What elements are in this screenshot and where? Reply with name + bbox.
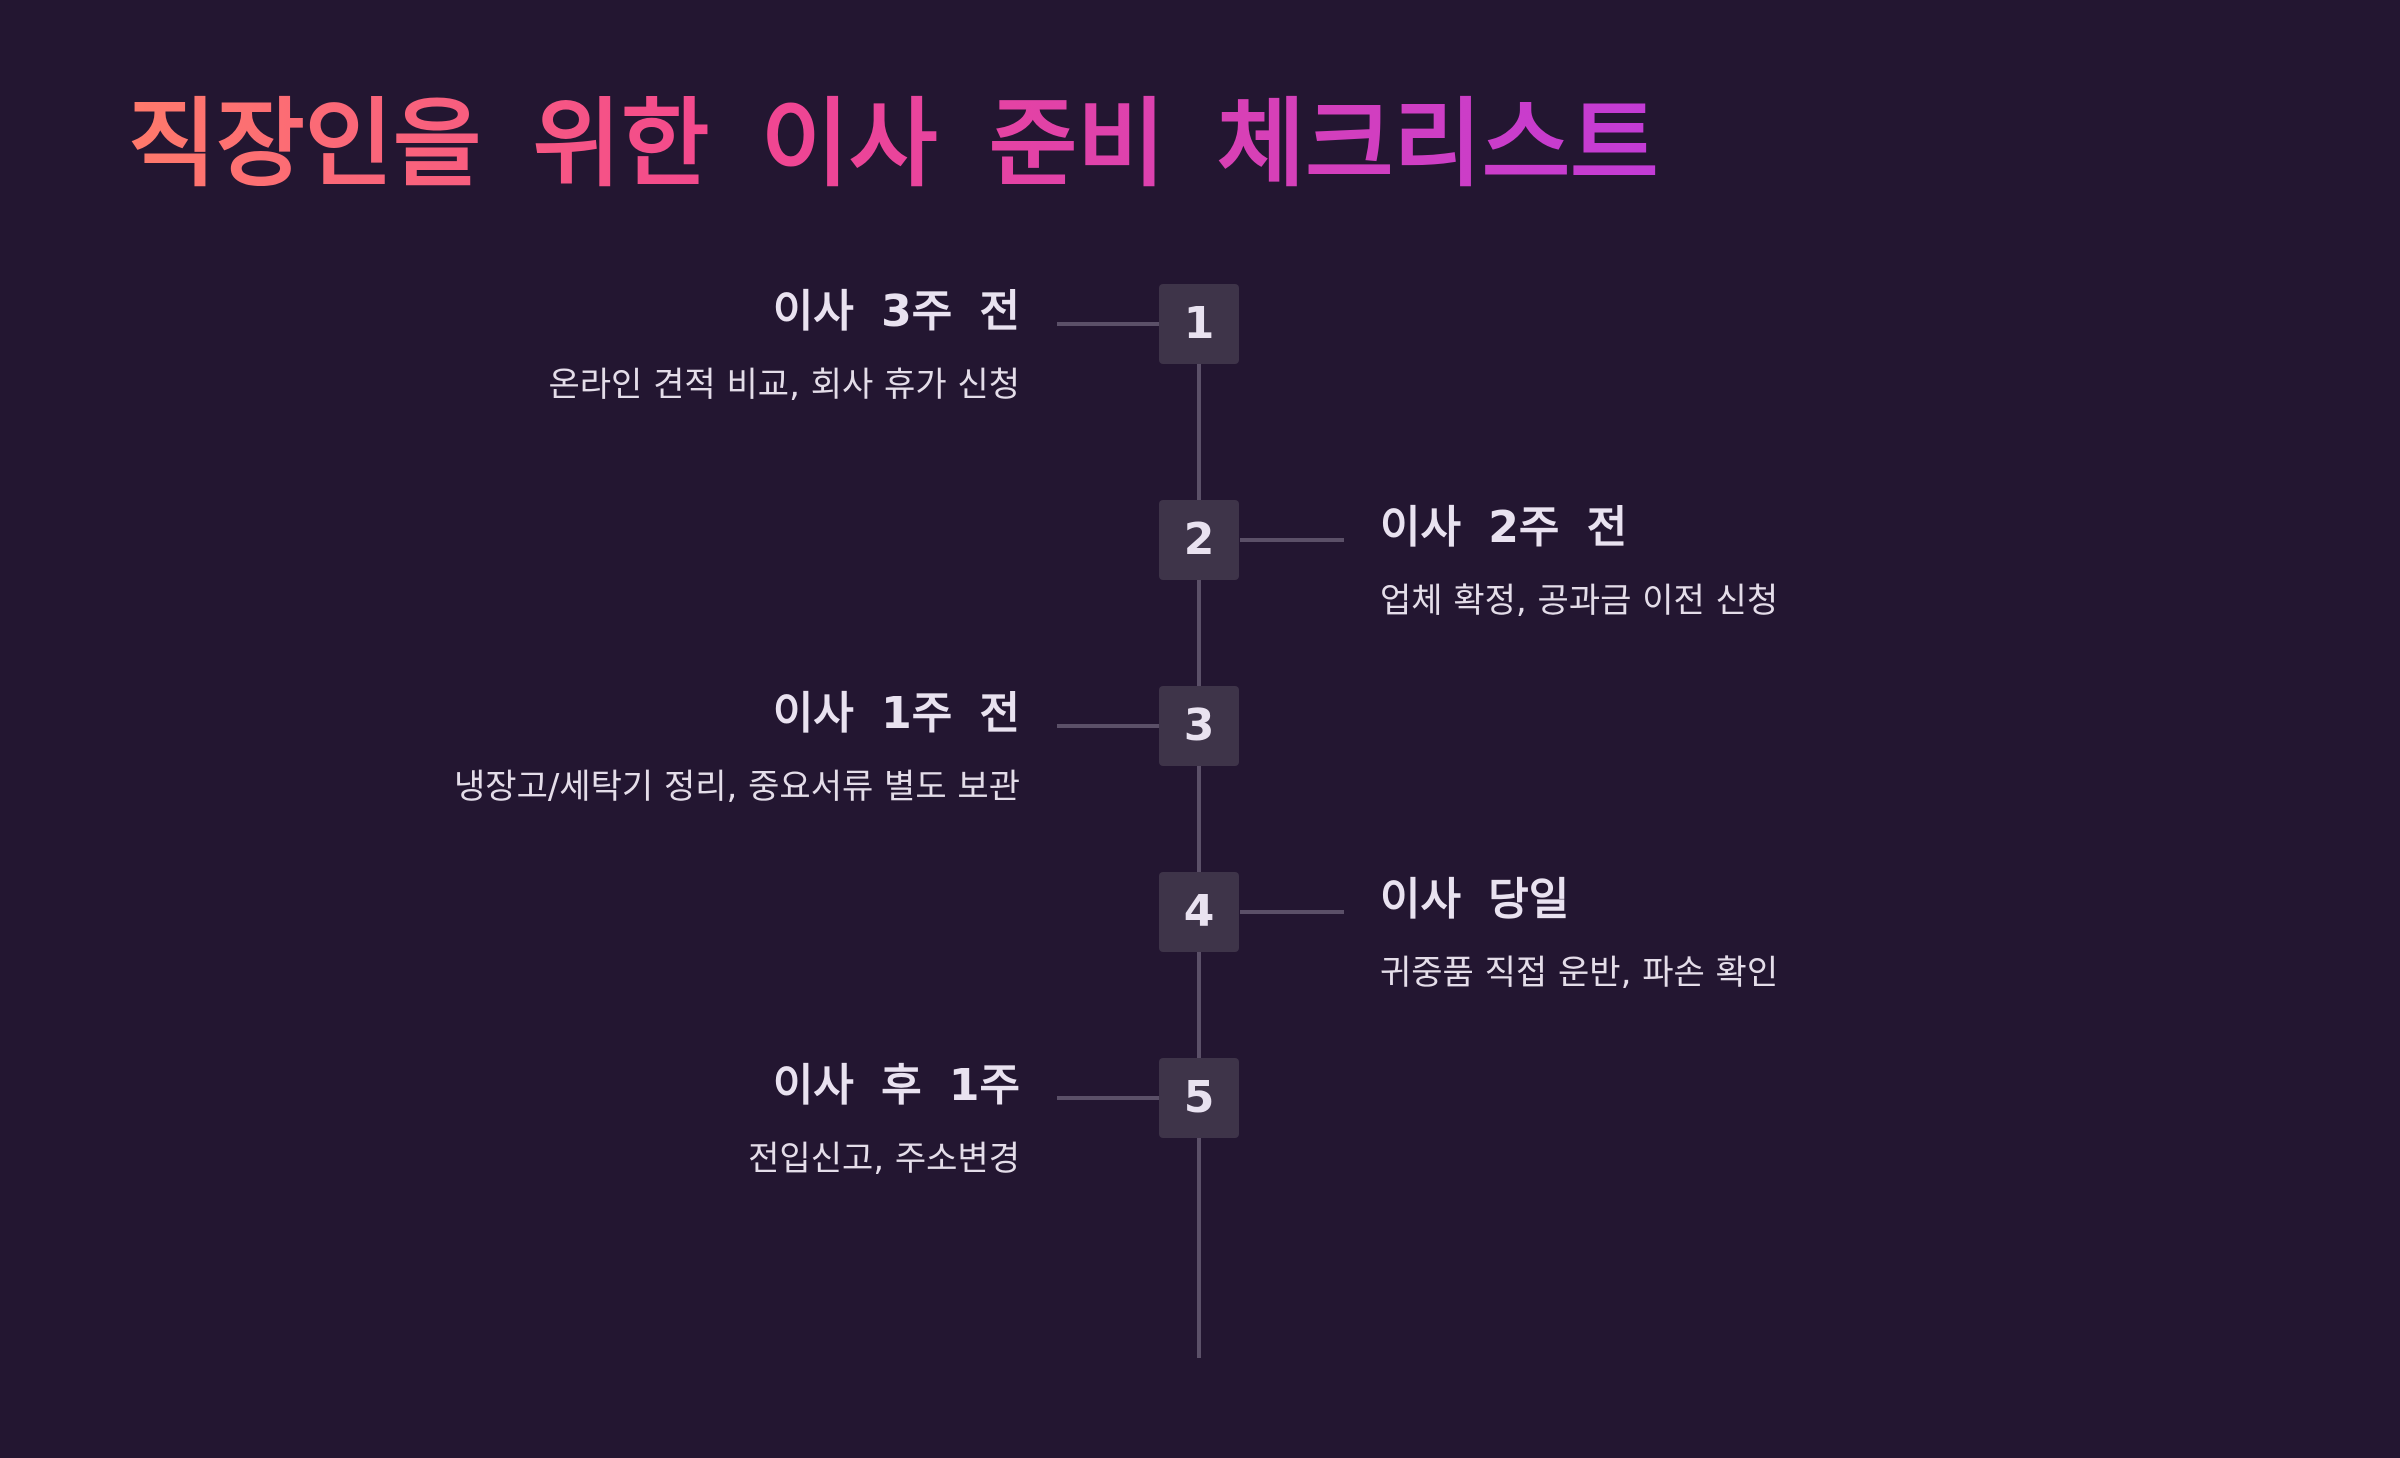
- step-label: 이사 당일 귀중품 직접 운반, 파손 확인: [1380, 872, 2080, 996]
- step-connector: [1057, 322, 1161, 326]
- step-description: 귀중품 직접 운반, 파손 확인: [1380, 953, 1779, 993]
- step-label: 이사 2주 전 업체 확정, 공과금 이전 신청: [1380, 500, 2080, 624]
- step-heading: 이사 당일: [1380, 874, 1570, 925]
- step-connector: [1240, 538, 1344, 542]
- step-heading: 이사 후 1주: [772, 1060, 1020, 1111]
- step-number-badge: 1: [1159, 284, 1239, 364]
- step-label: 이사 3주 전 온라인 견적 비교, 회사 휴가 신청: [320, 284, 1021, 408]
- step-heading: 이사 1주 전: [772, 688, 1020, 739]
- step-number-badge: 2: [1159, 500, 1239, 580]
- step-label: 이사 후 1주 전입신고, 주소변경: [320, 1058, 1020, 1182]
- step-number-badge: 3: [1159, 686, 1239, 766]
- step-number-badge: 4: [1159, 872, 1239, 952]
- step-description: 냉장고/세탁기 정리, 중요서류 별도 보관: [454, 767, 1020, 807]
- step-description: 온라인 견적 비교, 회사 휴가 신청: [548, 365, 1021, 405]
- step-description: 업체 확정, 공과금 이전 신청: [1380, 581, 1779, 621]
- page-title: 직장인을 위한 이사 준비 체크리스트: [128, 88, 1659, 200]
- step-number-badge: 5: [1159, 1058, 1239, 1138]
- step-label: 이사 1주 전 냉장고/세탁기 정리, 중요서류 별도 보관: [320, 686, 1020, 810]
- step-connector: [1240, 910, 1344, 914]
- timeline-axis: [1197, 324, 1201, 1358]
- step-connector: [1057, 724, 1161, 728]
- step-description: 전입신고, 주소변경: [748, 1139, 1020, 1179]
- step-connector: [1057, 1096, 1161, 1100]
- step-heading: 이사 2주 전: [1380, 502, 1628, 553]
- step-heading: 이사 3주 전: [772, 286, 1020, 337]
